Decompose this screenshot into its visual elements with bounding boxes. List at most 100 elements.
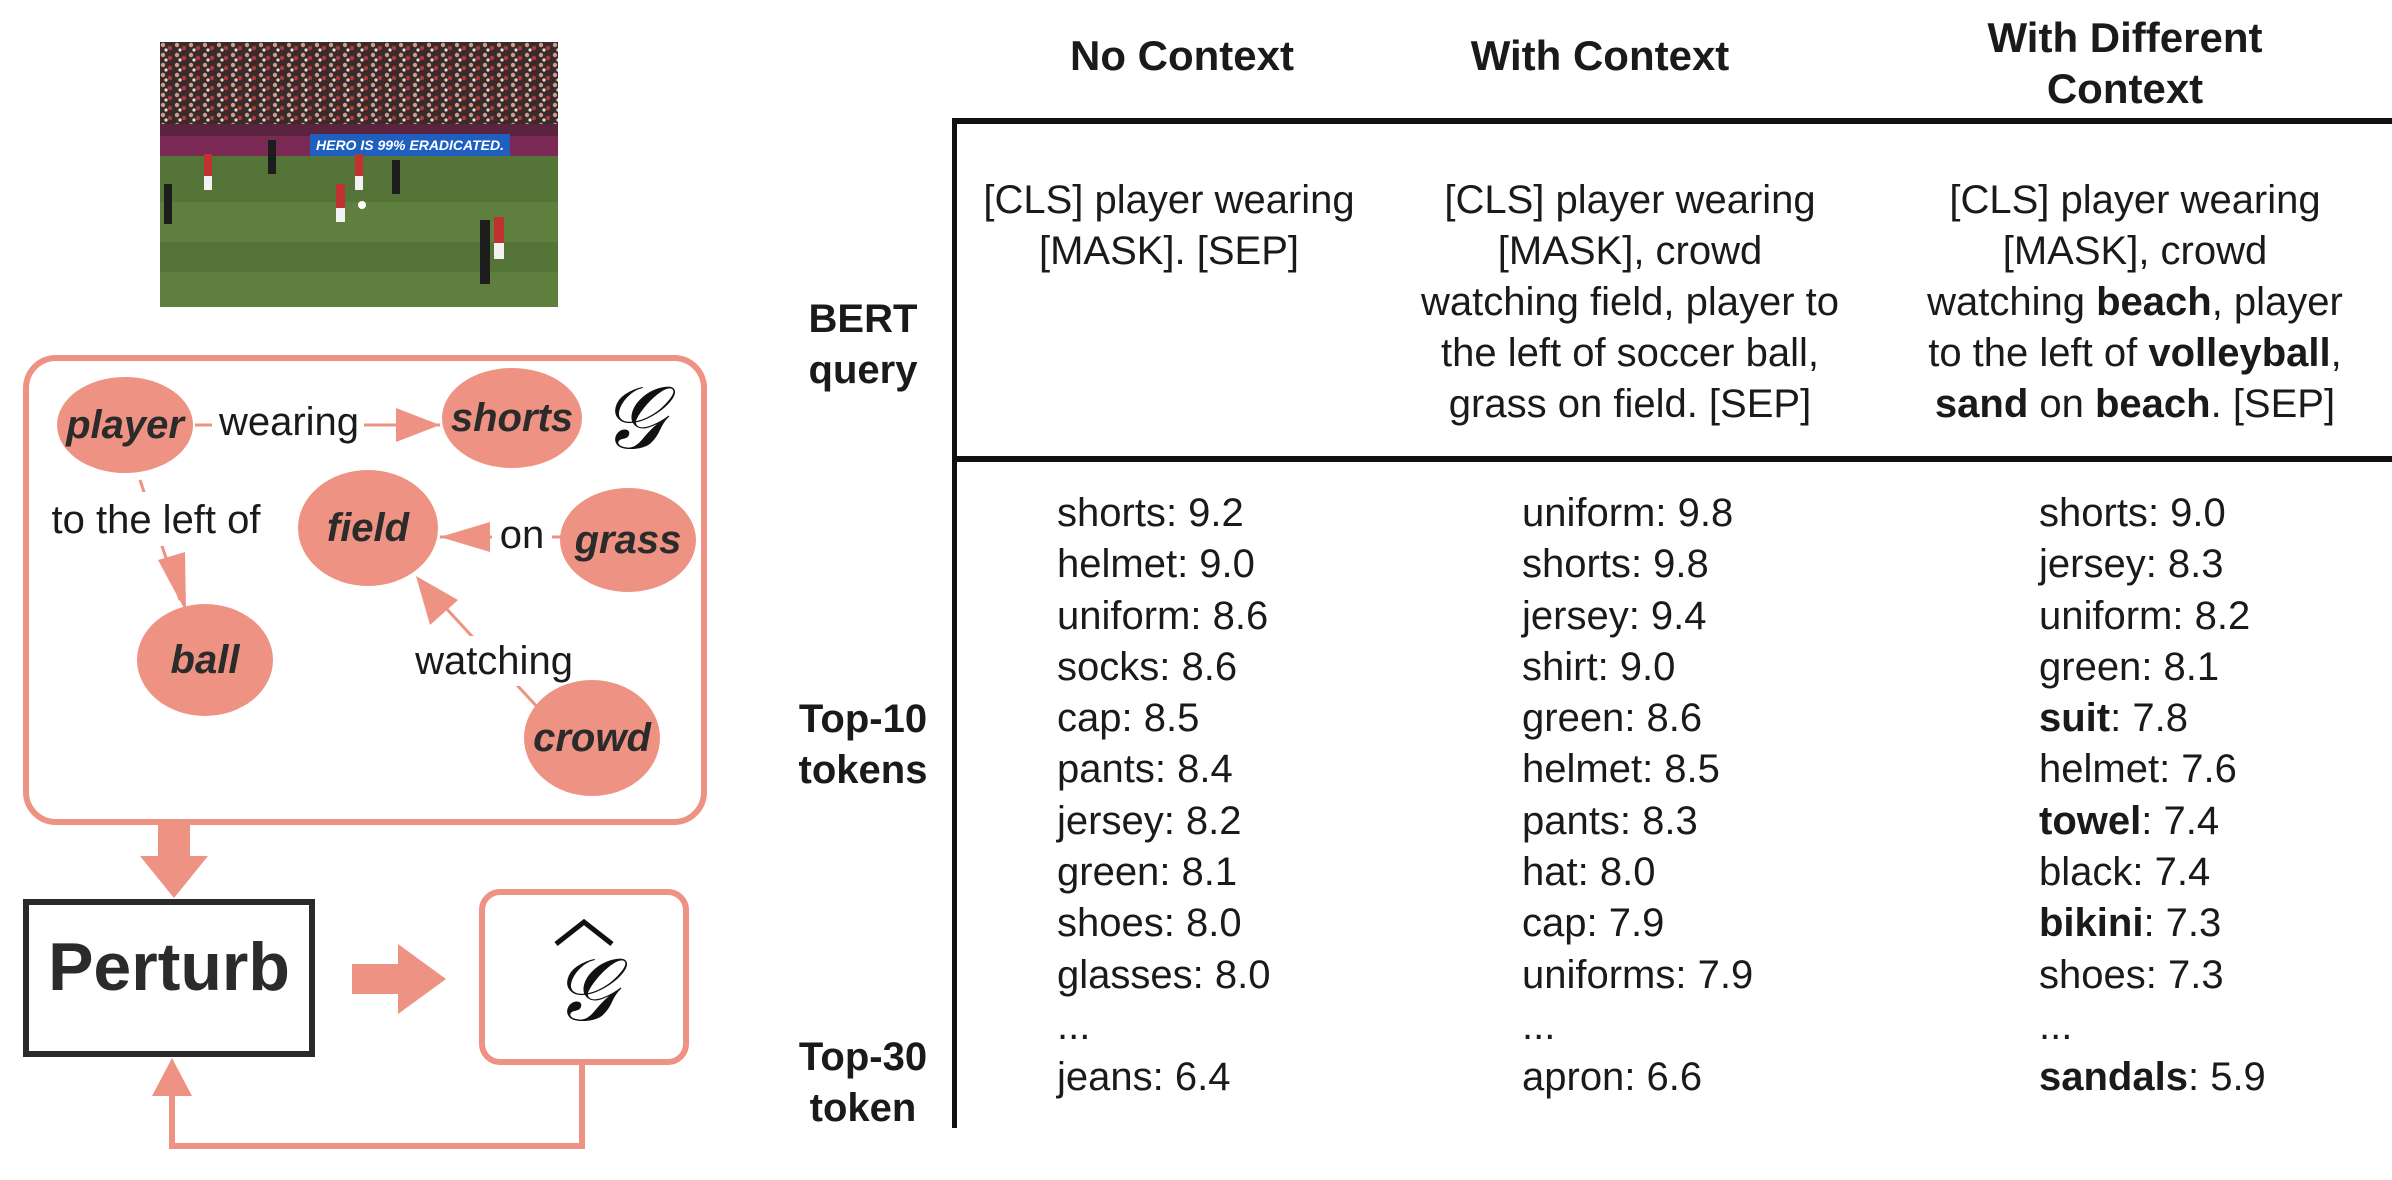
token-score: : 8.0 [1192, 952, 1271, 997]
token-name: shirt [1522, 644, 1598, 689]
query-line: sand on beach. [SEP] [1900, 379, 2370, 430]
token-row: pants: 8.3 [1522, 796, 1753, 847]
token-row: glasses: 8.0 [1057, 950, 1270, 1001]
token-name: bikini [2039, 901, 2144, 946]
token-row: green: 8.6 [1522, 693, 1753, 744]
text: . [SEP] [2210, 382, 2336, 426]
token-row: uniform: 9.8 [1522, 488, 1753, 539]
node-ball-label: ball [171, 638, 241, 682]
node-shorts [442, 368, 582, 468]
top30-token-row: sandals: 5.9 [2039, 1052, 2266, 1103]
token-score: : 8.2 [2172, 593, 2251, 638]
token-name: jeans [1057, 1055, 1153, 1100]
hat-icon [554, 918, 614, 946]
row-label-top10-line1: Top-10 [798, 697, 928, 741]
arrow-down-shaft [158, 822, 190, 858]
arrow-right-shaft [352, 964, 400, 994]
text: [MASK], crowd [2002, 229, 2268, 273]
token-row: jersey: 8.3 [2039, 539, 2266, 590]
arrow-right-head [398, 944, 446, 1014]
token-score: : 8.3 [1619, 798, 1698, 843]
token-row: helmet: 9.0 [1057, 539, 1270, 590]
token-name: shorts [2039, 491, 2148, 535]
text: , player [2211, 280, 2343, 324]
token-name: helmet [2039, 747, 2160, 792]
edge-wearing-arrowhead [396, 408, 440, 442]
token-row: uniform: 8.2 [2039, 591, 2266, 642]
token-score: : 9.0 [1597, 644, 1676, 689]
token-score: : 8.5 [1121, 696, 1200, 741]
token-score: : 7.6 [2159, 747, 2237, 792]
text: [CLS] player wearing [1444, 178, 1816, 222]
token-row: suit: 7.8 [2039, 693, 2266, 744]
token-name: jersey [1057, 798, 1164, 843]
ellipsis: ... [2039, 1003, 2073, 1048]
bold-text: volleyball [2148, 331, 2331, 375]
token-row: shirt: 9.0 [1522, 642, 1753, 693]
token-score: : 9.0 [2147, 491, 2226, 535]
token-row: helmet: 7.6 [2039, 744, 2266, 795]
token-row: socks: 8.6 [1057, 642, 1270, 693]
token-score: : 8.3 [2145, 542, 2224, 587]
token-row: shoes: 7.3 [2039, 950, 2266, 1001]
node-grass-label: grass [574, 518, 682, 562]
token-row: shoes: 8.0 [1057, 898, 1270, 949]
row-label-top30-line2: token [809, 1086, 917, 1130]
token-row: helmet: 8.5 [1522, 744, 1753, 795]
token-name: shoes [2039, 952, 2146, 997]
token-score: : 7.4 [2132, 850, 2211, 895]
token-name: pants [1057, 747, 1155, 792]
node-player [57, 377, 193, 473]
token-score: : 7.3 [2143, 901, 2222, 946]
bold-text: sand [1934, 382, 2029, 426]
query-line: [CLS] player wearing [964, 175, 1374, 226]
token-name: suit [2039, 696, 2111, 741]
edge-label-to-the-left-of: to the left of [51, 498, 261, 542]
token-name: helmet [1522, 747, 1643, 792]
perturbed-graph-symbol: 𝒢 [553, 940, 628, 1039]
row-label-top10-line2: tokens [798, 748, 928, 792]
ellipsis: ... [1522, 1003, 1556, 1048]
token-score: : 9.0 [1177, 542, 1255, 587]
token-row: uniform: 8.6 [1057, 591, 1270, 642]
table-vertical-rule [952, 118, 957, 1128]
edge-label-watching: watching [414, 639, 573, 683]
node-grass [560, 488, 696, 592]
perturb-label: Perturb [48, 929, 290, 1005]
token-score: : 9.4 [1628, 593, 1707, 638]
token-score: : 6.4 [1152, 1055, 1231, 1100]
graph-box [23, 355, 707, 825]
token-score: : 9.8 [1630, 542, 1709, 587]
row-label-top10: Top-10 tokens [780, 694, 946, 796]
edge-label-on: on [500, 513, 545, 557]
row-label-bert-query-line1: BERT [808, 297, 918, 341]
token-row: pants: 8.4 [1057, 744, 1270, 795]
text: to the left of [1928, 331, 2149, 375]
token-name: socks [1057, 644, 1160, 689]
banner-text: HERO IS 99% ERADICATED. [316, 137, 504, 153]
bold-text: beach [2096, 280, 2212, 324]
token-row: shorts: 9.2 [1057, 488, 1270, 539]
token-score: : 8.2 [1163, 798, 1242, 843]
table-mid-rule [952, 456, 2392, 462]
node-field [298, 470, 438, 586]
token-score: : 8.6 [1190, 593, 1269, 638]
query-line: grass on field. [SEP] [1392, 379, 1868, 430]
graph-symbol: 𝒢 [601, 368, 676, 467]
top30-token-row: jeans: 6.4 [1057, 1052, 1270, 1103]
text: watching [1927, 280, 2097, 324]
node-shorts-label: shorts [451, 396, 573, 440]
token-name: cap [1522, 901, 1587, 946]
perturb-box [23, 899, 315, 1057]
token-score: : 8.0 [1577, 850, 1656, 895]
token-name: shorts [1522, 542, 1631, 587]
token-name: towel [2039, 798, 2142, 843]
token-name: helmet [1057, 542, 1178, 587]
token-name: cap [1057, 696, 1122, 741]
column-header-different-context: With Different Context [1987, 14, 2263, 112]
row-label-bert-query-line2: query [808, 348, 918, 392]
text: grass on field. [SEP] [1448, 382, 1812, 426]
